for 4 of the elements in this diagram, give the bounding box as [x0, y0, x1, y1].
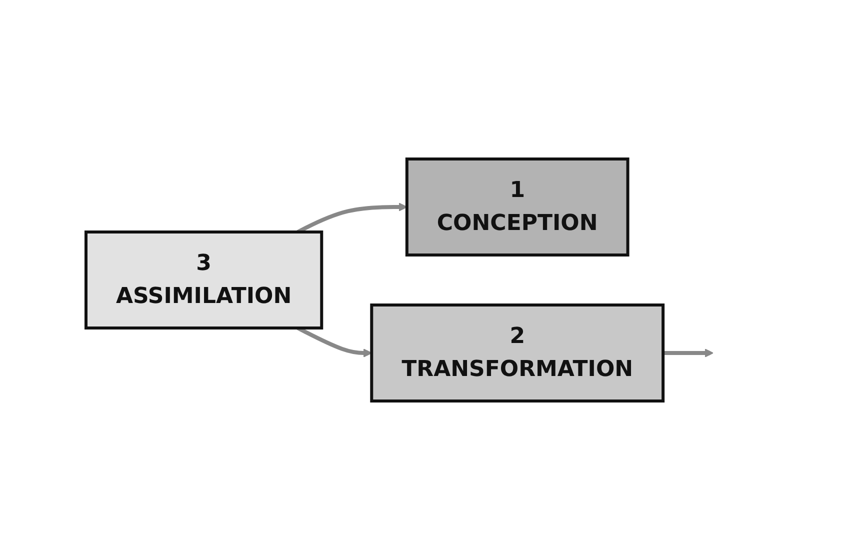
arrow	[664, 348, 714, 358]
node-box: 2 TRANSFORMATION	[370, 304, 666, 402]
node-box: 1 CONCEPTION	[406, 158, 630, 256]
node-box: 3 ASSIMILATION	[84, 230, 324, 330]
